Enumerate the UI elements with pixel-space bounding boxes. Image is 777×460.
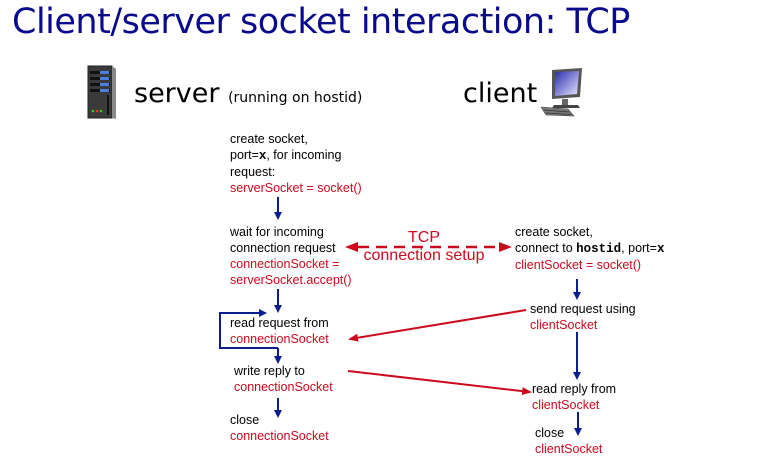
client-close-step: close clientSocket [535,425,602,457]
client-create-line1: create socket, [515,225,593,239]
client-read-code: clientSocket [532,398,600,412]
server-close-code: connectionSocket [230,429,329,443]
server-write-line1: write reply to [234,364,305,378]
server-tower-icon [87,65,116,119]
server-read-code: connectionSocket [230,332,329,346]
tcp-arrow-right-head [499,242,512,252]
client-create-line2: connect to hostid, port=x [515,241,665,256]
server-label: server (running on hostid) [134,78,362,109]
server-wait-line1: wait for incoming [230,225,324,239]
server-close-line1: close [230,413,260,427]
server-read-step: read request from connectionSocket [230,315,329,347]
server-wait-code2: serverSocket.accept() [230,273,352,287]
server-wait-code1: connectionSocket = [230,257,340,271]
request-message-arrow [348,309,527,342]
server-create-line2: port=x, for incoming [230,148,342,163]
server-create-line3: request: [230,165,276,179]
client-send-code: clientSocket [530,318,598,332]
server-read-line1: read request from [230,316,329,330]
server-create-line1: create socket, [230,132,308,146]
page-title: Client/server socket interaction: TCP [12,2,630,42]
server-create-step: create socket, port=x, for incoming requ… [230,131,362,196]
client-create-step: create socket, connect to hostid, port=x… [515,224,664,273]
client-read-step: read reply from clientSocket [532,381,616,413]
server-create-code: serverSocket = socket() [230,181,362,195]
tcp-setup-line1: TCP [408,229,440,246]
client-close-line1: close [535,426,565,440]
server-wait-step: wait for incoming connection request con… [230,224,352,288]
server-loop-arrow [219,309,278,349]
server-wait-line2: connection request [230,241,336,255]
client-send-line1: send request using [530,302,636,316]
client-close-code: clientSocket [535,442,603,456]
client-label: client [463,78,538,109]
tcp-setup-label: TCP connection setup [358,229,490,265]
desktop-computer-icon [540,68,582,117]
client-send-step: send request using clientSocket [530,301,636,333]
client-read-line1: read reply from [532,382,617,396]
reply-message-arrow [347,370,532,396]
server-write-code: connectionSocket [234,380,333,394]
server-subtitle: (running on hostid) [228,90,363,106]
server-write-step: write reply to connectionSocket [234,363,333,395]
tcp-arrow-left-head [345,242,358,252]
client-create-code: clientSocket = socket() [515,258,642,272]
server-title: server [134,78,220,109]
server-close-step: close connectionSocket [230,412,329,444]
tcp-setup-line2: connection setup [363,247,485,264]
